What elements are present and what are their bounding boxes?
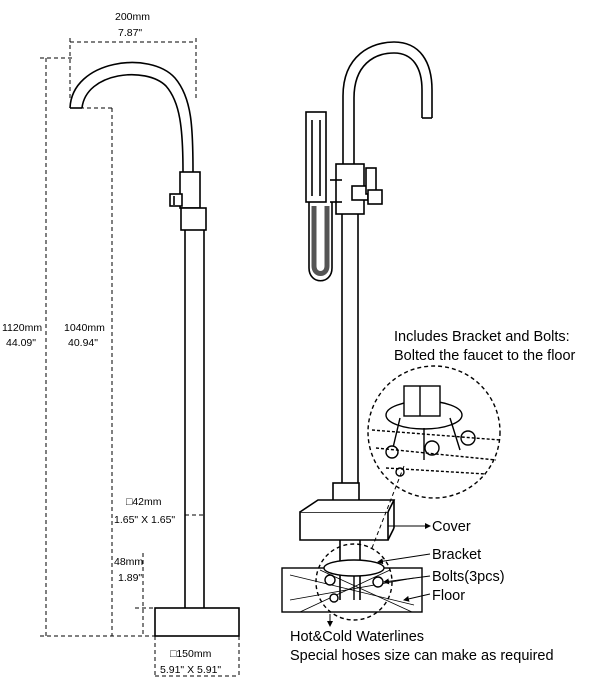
bracket-detail-circle — [367, 365, 501, 499]
dim-total-height-inch: 44.09" — [6, 337, 36, 349]
callout-floor: Floor — [432, 588, 465, 604]
waterlines-note-line2: Special hoses size can make as required — [290, 648, 554, 664]
dim-spout-height-mm: 1040mm — [64, 322, 105, 334]
dim-total-height-mm: 1120mm — [2, 322, 42, 334]
side-view-faucet — [69, 61, 240, 637]
dim-column-inch: 1.65" X 1.65" — [114, 514, 175, 526]
dimension-lines — [40, 38, 240, 678]
bracket-note: Includes Bracket and Bolts: Bolted the f… — [394, 328, 575, 366]
callout-bracket: Bracket — [432, 547, 481, 563]
dim-spout-height-inch: 40.94" — [68, 337, 98, 349]
callout-bolts: Bolts(3pcs) — [432, 569, 505, 585]
bracket-note-line2: Bolted the faucet to the floor — [394, 348, 576, 364]
callout-leaders — [327, 465, 431, 627]
dim-base-height-mm: 48mm — [114, 556, 143, 568]
dim-base-size-mm: □150mm — [170, 648, 212, 660]
dim-base-size-inch: 5.91" X 5.91" — [160, 664, 221, 676]
callout-cover: Cover — [432, 519, 471, 535]
dim-top-width-inch: 7.87" — [118, 27, 142, 39]
dim-column-mm: □42mm — [126, 496, 162, 508]
assembly-view-faucet — [299, 41, 433, 600]
bracket-note-line1: Includes Bracket and Bolts: — [394, 329, 570, 345]
dim-top-width-mm: 200mm — [115, 11, 150, 23]
waterlines-note-line1: Hot&Cold Waterlines — [290, 629, 425, 645]
dim-base-height-inch: 1.89" — [118, 572, 142, 584]
floor-bracket-area — [281, 543, 423, 621]
waterlines-note: Hot&Cold Waterlines Special hoses size c… — [290, 628, 554, 666]
